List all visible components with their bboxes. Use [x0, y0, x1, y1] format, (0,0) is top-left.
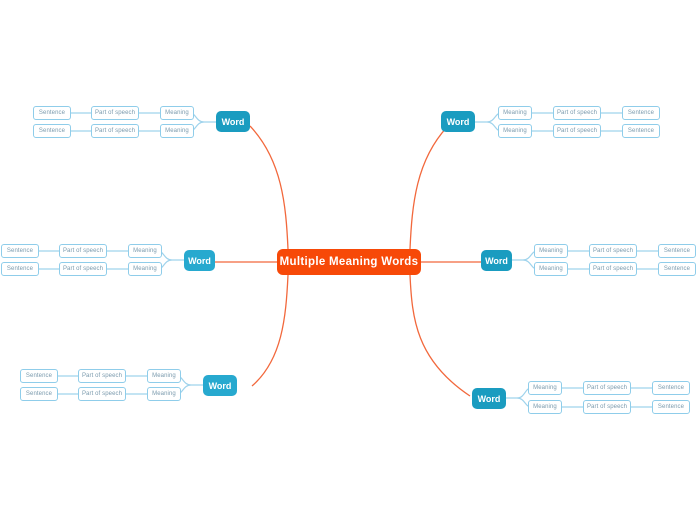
leaf-part-of-speech[interactable]: Part of speech [589, 262, 637, 276]
leaf-sentence[interactable]: Sentence [652, 400, 690, 414]
leaf-part-of-speech[interactable]: Part of speech [553, 124, 601, 138]
leaf-meaning[interactable]: Meaning [498, 124, 532, 138]
leaf-meaning[interactable]: Meaning [128, 244, 162, 258]
leaf-meaning[interactable]: Meaning [160, 124, 194, 138]
leaf-sentence[interactable]: Sentence [658, 262, 696, 276]
branch-node-top-left[interactable]: Word [216, 111, 250, 132]
leaf-part-of-speech[interactable]: Part of speech [59, 244, 107, 258]
leaf-sentence[interactable]: Sentence [1, 244, 39, 258]
leaf-sentence[interactable]: Sentence [33, 106, 71, 120]
leaf-meaning[interactable]: Meaning [534, 262, 568, 276]
leaf-sentence[interactable]: Sentence [658, 244, 696, 258]
leaf-meaning[interactable]: Meaning [147, 369, 181, 383]
leaf-part-of-speech[interactable]: Part of speech [91, 124, 139, 138]
branch-node-middle-right[interactable]: Word [481, 250, 512, 271]
leaf-part-of-speech[interactable]: Part of speech [583, 381, 631, 395]
leaf-sentence[interactable]: Sentence [33, 124, 71, 138]
leaf-part-of-speech[interactable]: Part of speech [78, 369, 126, 383]
leaf-meaning[interactable]: Meaning [534, 244, 568, 258]
leaf-part-of-speech[interactable]: Part of speech [589, 244, 637, 258]
leaf-sentence[interactable]: Sentence [652, 381, 690, 395]
curve-center-to-top-left [249, 125, 289, 250]
branch-node-bottom-right[interactable]: Word [472, 388, 506, 409]
center-node[interactable]: Multiple Meaning Words [277, 249, 421, 275]
branch-node-bottom-left[interactable]: Word [203, 375, 237, 396]
curve-center-to-bottom-left [251, 274, 289, 387]
leaf-sentence[interactable]: Sentence [20, 369, 58, 383]
curve-center-to-top-right [409, 125, 449, 250]
branch-node-top-right[interactable]: Word [441, 111, 475, 132]
leaf-part-of-speech[interactable]: Part of speech [78, 387, 126, 401]
leaf-meaning[interactable]: Meaning [128, 262, 162, 276]
curve-center-to-bottom-right [409, 274, 471, 397]
leaf-part-of-speech[interactable]: Part of speech [59, 262, 107, 276]
leaf-sentence[interactable]: Sentence [622, 124, 660, 138]
leaf-sentence[interactable]: Sentence [20, 387, 58, 401]
leaf-part-of-speech[interactable]: Part of speech [583, 400, 631, 414]
leaf-part-of-speech[interactable]: Part of speech [553, 106, 601, 120]
leaf-meaning[interactable]: Meaning [147, 387, 181, 401]
leaf-meaning[interactable]: Meaning [528, 400, 562, 414]
branch-node-middle-left[interactable]: Word [184, 250, 215, 271]
leaf-meaning[interactable]: Meaning [528, 381, 562, 395]
leaf-part-of-speech[interactable]: Part of speech [91, 106, 139, 120]
leaf-sentence[interactable]: Sentence [1, 262, 39, 276]
leaf-meaning[interactable]: Meaning [160, 106, 194, 120]
leaf-meaning[interactable]: Meaning [498, 106, 532, 120]
leaf-sentence[interactable]: Sentence [622, 106, 660, 120]
